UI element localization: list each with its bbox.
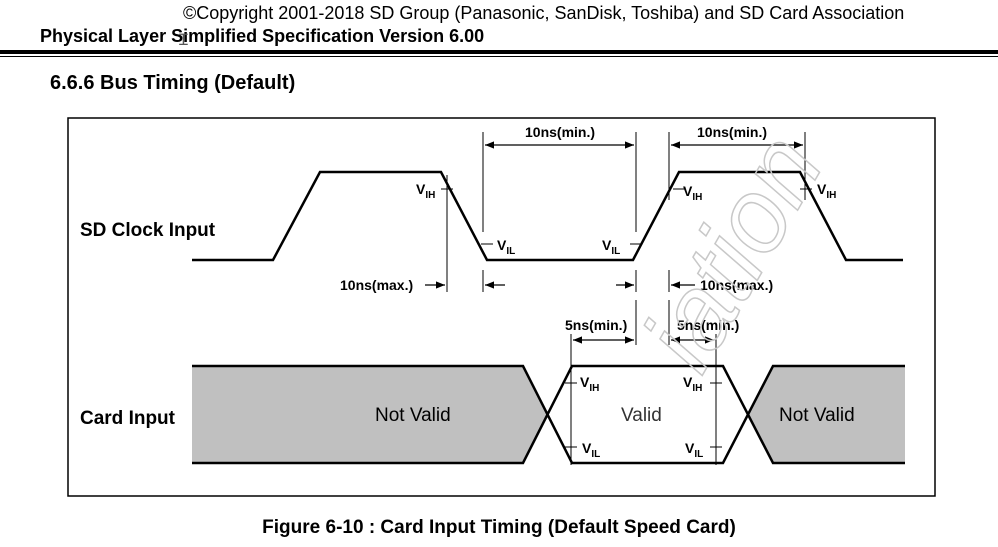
vil-label: VIL bbox=[582, 440, 600, 460]
clock-high-min-label: 10ns(min.) bbox=[697, 124, 767, 140]
valid-label: Valid bbox=[621, 405, 662, 426]
vih-label: VIH bbox=[416, 181, 435, 201]
not-valid-label-right: Not Valid bbox=[779, 405, 855, 426]
card-input-waveform bbox=[192, 364, 905, 465]
section-heading: 6.6.6 Bus Timing (Default) bbox=[50, 72, 296, 94]
not-valid-label-left: Not Valid bbox=[375, 405, 451, 426]
rise-time-max-label: 10ns(max.) bbox=[700, 277, 773, 293]
card-input-label: Card Input bbox=[80, 408, 176, 429]
figure-caption: Figure 6-10 : Card Input Timing (Default… bbox=[262, 517, 736, 538]
timing-reference-lines bbox=[441, 132, 812, 465]
hold-min-label: 5ns(min.) bbox=[677, 317, 739, 333]
copyright-notice: ©Copyright 2001-2018 SD Group (Panasonic… bbox=[183, 3, 905, 23]
clock-low-min-label: 10ns(min.) bbox=[525, 124, 595, 140]
not-valid-region-right bbox=[748, 366, 905, 463]
header-rule-thick bbox=[0, 50, 998, 54]
timing-arrows bbox=[425, 141, 803, 344]
vil-label: VIL bbox=[497, 237, 515, 257]
vil-label: VIL bbox=[602, 237, 620, 257]
figure-frame bbox=[67, 117, 936, 497]
not-valid-region-left bbox=[192, 366, 548, 463]
fall-time-max-label: 10ns(max.) bbox=[340, 277, 413, 293]
vih-label: VIH bbox=[683, 374, 702, 394]
header-rule-thin bbox=[0, 56, 998, 57]
vil-label: VIL bbox=[685, 440, 703, 460]
vih-label: VIH bbox=[817, 181, 836, 201]
sd-clock-waveform bbox=[192, 170, 903, 262]
setup-min-label: 5ns(min.) bbox=[565, 317, 627, 333]
vih-label: VIH bbox=[580, 374, 599, 394]
spec-title: Physical Layer Simplified Specification … bbox=[40, 26, 485, 46]
text-cursor-icon: Ɪ bbox=[179, 32, 188, 49]
sd-clock-label: SD Clock Input bbox=[80, 220, 216, 241]
vih-label: VIH bbox=[683, 183, 702, 203]
